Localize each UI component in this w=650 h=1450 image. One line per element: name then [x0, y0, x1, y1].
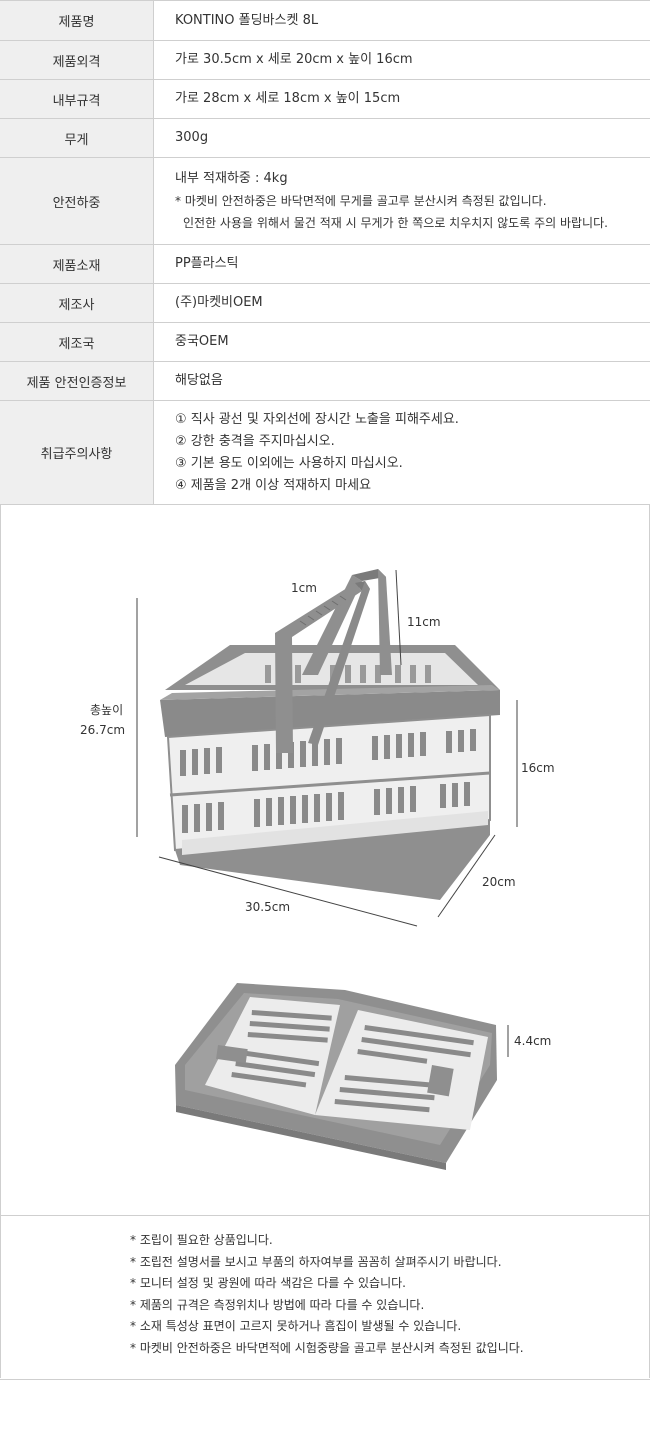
spec-row-material: 제품소재 PP플라스틱	[0, 244, 650, 284]
dim-height: 16cm	[521, 761, 555, 775]
spec-row-maker: 제조사 (주)마켓비OEM	[0, 283, 650, 323]
spec-row-inner-size: 내부규격 가로 28cm x 세로 18cm x 높이 15cm	[0, 79, 650, 119]
spec-label: 안전하중	[0, 157, 154, 245]
spec-row-weight: 무게 300g	[0, 118, 650, 158]
spec-row-name: 제품명 KONTINO 폴딩바스켓 8L	[0, 0, 650, 41]
dim-handle-width: 1cm	[291, 581, 317, 595]
spec-value: 가로 30.5cm x 세로 20cm x 높이 16cm	[175, 52, 413, 67]
spec-row-safe-load: 안전하중 내부 적재하중 : 4kg * 마켓비 안전하중은 바닥면적에 무게를…	[0, 157, 650, 245]
spec-label: 무게	[0, 118, 154, 158]
spec-value: KONTINO 폴딩바스켓 8L	[175, 12, 319, 28]
dim-handle-height: 11cm	[407, 615, 441, 629]
spec-table: 제품명 KONTINO 폴딩바스켓 8L 제품외격 가로 30.5cm x 세로…	[0, 0, 650, 505]
dim-depth: 20cm	[482, 875, 516, 889]
list-item: * 제품의 규격은 측정위치나 방법에 따라 다를 수 있습니다.	[130, 1297, 425, 1312]
notes-section: * 조립이 필요한 상품입니다. * 조립전 설명서를 보시고 부품의 하자여부…	[0, 1215, 650, 1380]
spec-label: 내부규격	[0, 79, 154, 119]
spec-value: 내부 적재하중 : 4kg	[175, 171, 288, 186]
spec-label: 취급주의사항	[0, 400, 154, 505]
spec-value: * 마켓비 안전하중은 바닥면적에 무게를 골고루 분산시켜 측정된 값입니다.	[175, 194, 547, 208]
spec-value: 가로 28cm x 세로 18cm x 높이 15cm	[175, 91, 401, 106]
spec-value: ② 강한 충격을 주지마십시오.	[175, 433, 335, 449]
spec-value: 해당없음	[175, 373, 223, 388]
spec-row-certification: 제품 안전인증정보 해당없음	[0, 361, 650, 401]
basket-diagram: 1cm 11cm 총높이 26.7cm 16cm 20cm 30.5cm	[80, 569, 555, 1170]
spec-label: 제조국	[0, 322, 154, 362]
dimension-lines	[136, 569, 518, 927]
spec-value: ③ 기본 용도 이외에는 사용하지 마십시오.	[175, 455, 403, 471]
spec-label: 제조사	[0, 283, 154, 323]
dim-folded-height: 4.4cm	[514, 1034, 551, 1048]
spec-value: ④ 제품을 2개 이상 적재하지 마세요	[175, 477, 372, 493]
spec-value: 300g	[175, 130, 209, 145]
spec-value: (주)마켓비OEM	[175, 295, 263, 310]
frame-border-left	[0, 505, 1, 1378]
list-item: * 모니터 설정 및 광원에 따라 색감은 다를 수 있습니다.	[130, 1276, 406, 1290]
spec-row-outer-size: 제품외격 가로 30.5cm x 세로 20cm x 높이 16cm	[0, 40, 650, 80]
spec-label: 제품소재	[0, 244, 154, 284]
spec-label: 제품외격	[0, 40, 154, 80]
spec-row-caution: 취급주의사항 ① 직사 광선 및 자외선에 장시간 노출을 피해주세요. ② 강…	[0, 400, 650, 505]
dim-total-height-label: 총높이	[90, 703, 123, 717]
list-item: * 조립전 설명서를 보시고 부품의 하자여부를 꼼꼼히 살펴주시기 바랍니다.	[130, 1254, 502, 1269]
dim-total-height-value: 26.7cm	[80, 723, 125, 737]
spec-value: ① 직사 광선 및 자외선에 장시간 노출을 피해주세요.	[175, 411, 459, 427]
spec-value: PP플라스틱	[175, 256, 239, 271]
spec-value: 중국OEM	[175, 334, 229, 349]
list-item: * 소재 특성상 표면이 고르지 못하거나 흠집이 발생될 수 있습니다.	[130, 1319, 462, 1333]
spec-label: 제품 안전인증정보	[0, 361, 154, 401]
dim-width: 30.5cm	[245, 900, 290, 914]
spec-value: 인전한 사용을 위해서 물건 적재 시 무게가 한 쪽으로 치우치지 않도록 주…	[183, 216, 608, 230]
product-dimension-figure: 1cm 11cm 총높이 26.7cm 16cm 20cm 30.5cm	[0, 505, 650, 1215]
spec-row-country: 제조국 중국OEM	[0, 322, 650, 362]
spec-label: 제품명	[0, 0, 154, 41]
folded-basket	[175, 983, 497, 1170]
open-basket	[160, 569, 500, 900]
notes-list: * 조립이 필요한 상품입니다. * 조립전 설명서를 보시고 부품의 하자여부…	[0, 1216, 650, 1359]
list-item: * 조립이 필요한 상품입니다.	[130, 1233, 273, 1247]
list-item: * 마켓비 안전하중은 바닥면적에 시험중량을 골고루 분산시켜 측정된 값입니…	[130, 1340, 524, 1355]
